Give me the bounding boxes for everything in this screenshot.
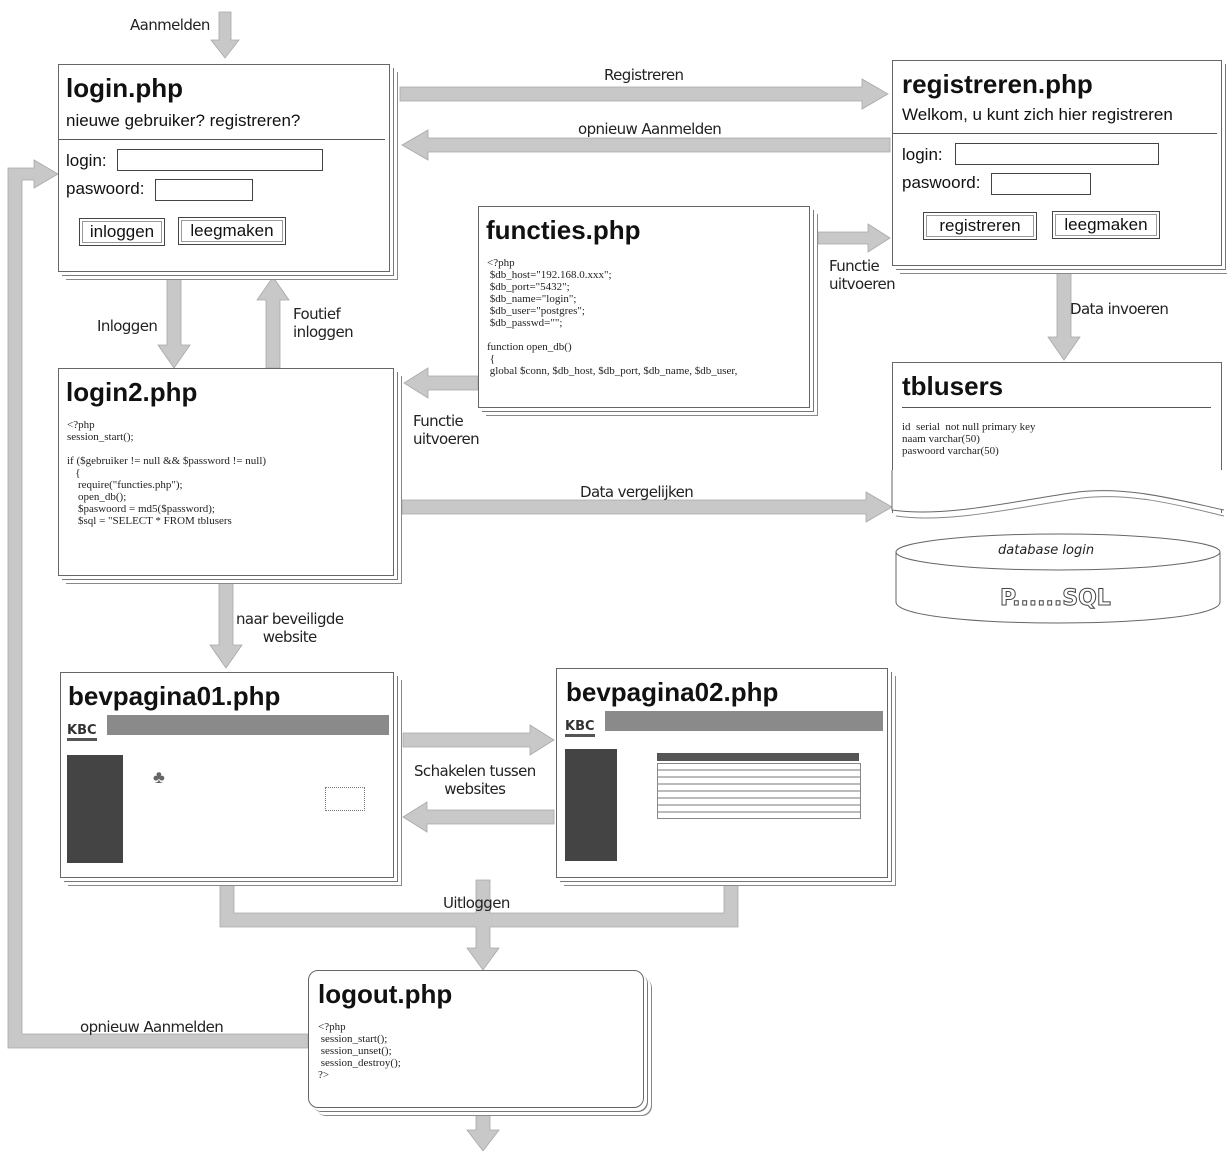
bevpagina02-sidebar [565,749,617,861]
registreren-password-input[interactable] [991,173,1091,195]
database-cylinder [895,533,1221,624]
bevpagina01-title: bevpagina01.php [68,681,281,711]
login2-code: <?php session_start(); if ($gebruiker !=… [67,419,267,527]
label-naar-beveiligde-website: naar beveiligde website [236,610,344,646]
inloggen-button[interactable]: inloggen [79,218,165,246]
bevpagina02-card: bevpagina02.php KBC [556,668,888,878]
bevpagina02-table [657,763,861,819]
functies-code: <?php $db_host="192.168.0.xxx"; $db_port… [487,257,738,377]
label-opnieuw-aanmelden-top: opnieuw Aanmelden [578,120,722,138]
arrow-naar-beveiligde-website [209,579,243,669]
arrow-schakelen-right [402,724,555,756]
tree-icon: ♣ [153,767,165,787]
arrow-inloggen [157,277,191,369]
postgresql-logo: P......SQL [1000,586,1112,611]
tblusers-wave [891,470,1225,519]
login2-title: login2.php [66,377,198,407]
arrow-data-invoeren [1047,263,1081,361]
label-registreren: Registreren [604,66,684,84]
kbc-logo: KBC [565,719,595,737]
functies-title: functies.php [486,215,641,245]
arrow-bottom-exit [466,1114,500,1151]
registreren-password-label: paswoord: [902,173,981,192]
login-subtitle: nieuwe gebruiker? registreren? [66,111,301,130]
label-schakelen-tussen-websites: Schakelen tussen websites [414,762,536,798]
functies-card: functies.php <?php $db_host="192.168.0.x… [478,206,810,408]
arrow-schakelen-left [402,801,555,833]
tblusers-fields: id serial not null primary key naam varc… [902,421,1036,457]
bevpagina02-table-header [657,753,859,761]
label-foutief-inloggen: Foutief inloggen [293,305,354,341]
arrow-opnieuw-aanmelden-loop [7,159,309,1049]
label-data-vergelijken: Data vergelijken [580,483,694,501]
arrow-data-vergelijken [401,491,893,523]
label-aanmelden: Aanmelden [130,16,210,34]
login-password-label: paswoord: [66,179,145,198]
tblusers-title: tblusers [902,371,1004,401]
arrow-foutief-inloggen [256,276,290,369]
bevpagina01-image [325,787,365,811]
label-functie-uitvoeren-left: Functie uitvoeren [413,412,480,448]
database-name: database login [998,543,1095,558]
logout-card: logout.php <?php session_start(); sessio… [308,970,644,1108]
label-functie-uitvoeren-right: Functie uitvoeren [829,257,896,293]
bevpagina01-card: bevpagina01.php KBC ♣ [60,672,394,878]
tblusers-divider [902,407,1211,408]
kbc-logo: KBC [67,723,97,741]
login-username-label: login: [66,151,107,170]
login-password-input[interactable] [155,179,253,201]
registreren-leegmaken-button[interactable]: leegmaken [1052,211,1160,239]
label-inloggen: Inloggen [97,317,158,335]
logout-code: <?php session_start(); session_unset(); … [318,1021,401,1081]
login2-card: login2.php <?php session_start(); if ($g… [58,368,394,576]
login-leegmaken-button[interactable]: leegmaken [178,217,286,245]
bevpagina01-header-bar [107,715,389,735]
label-opnieuw-aanmelden-bottom: opnieuw Aanmelden [80,1018,224,1036]
arrow-registreren [399,78,889,110]
login-title: login.php [66,73,183,103]
arrow-uitloggen [219,879,739,971]
label-uitloggen: Uitloggen [443,894,510,912]
registreren-divider [893,133,1217,134]
registreren-username-input[interactable] [955,143,1159,165]
bevpagina02-header-bar [605,711,883,731]
registreren-button[interactable]: registreren [923,212,1037,240]
registreren-subtitle: Welkom, u kunt zich hier registreren [902,105,1173,124]
bevpagina01-sidebar [67,755,123,863]
arrow-functie-uitvoeren-left [403,367,479,399]
login-card: login.php nieuwe gebruiker? registreren?… [58,64,390,272]
logout-title: logout.php [318,979,453,1009]
label-data-invoeren: Data invoeren [1070,300,1169,318]
login-username-input[interactable] [117,149,323,171]
bevpagina02-title: bevpagina02.php [566,677,779,707]
arrow-aanmelden [210,11,240,59]
arrow-opnieuw-aanmelden-top [401,129,891,161]
registreren-username-label: login: [902,145,943,164]
registreren-card: registreren.php Welkom, u kunt zich hier… [892,60,1222,266]
arrow-functie-uitvoeren-right [817,223,891,253]
login-divider [59,139,385,140]
registreren-title: registreren.php [902,69,1093,99]
